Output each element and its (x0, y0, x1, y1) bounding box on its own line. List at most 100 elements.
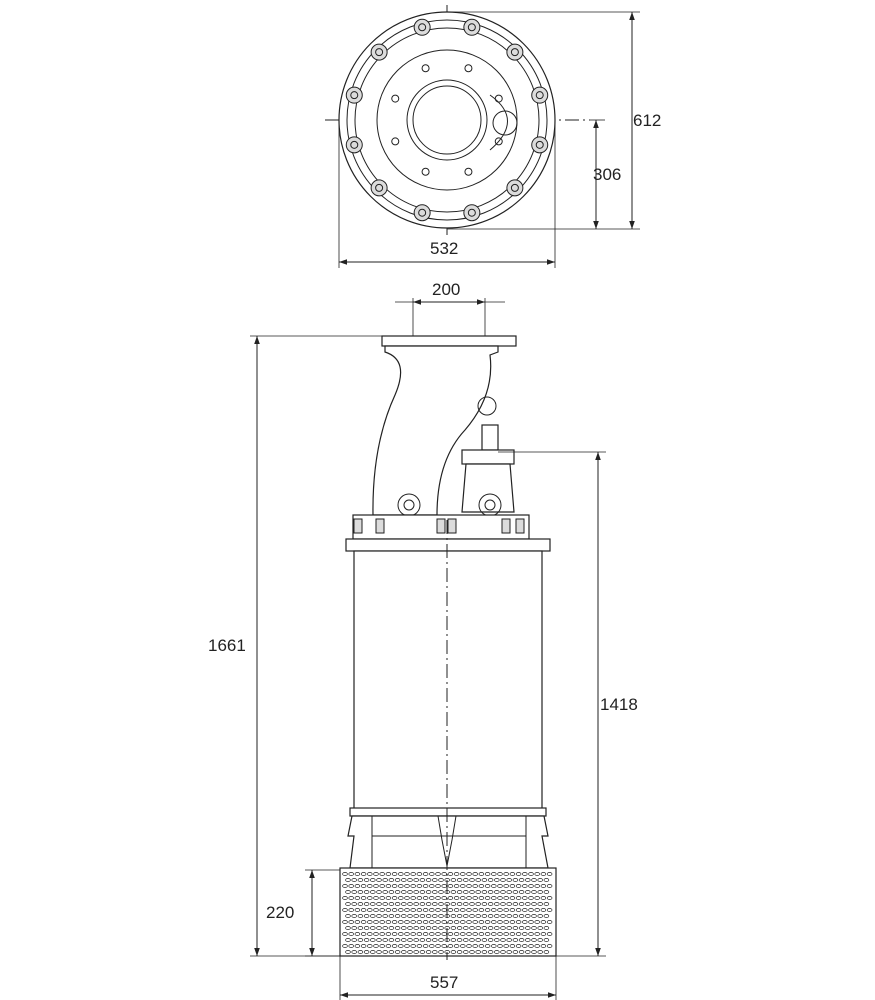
perforation (503, 896, 509, 900)
flange-hole (464, 64, 473, 73)
perforation (416, 908, 423, 912)
perforation (463, 950, 469, 954)
perforation (407, 902, 413, 906)
perforation (543, 878, 550, 882)
perforation (379, 920, 385, 924)
dim-1418-label: 1418 (600, 695, 638, 714)
perforation (404, 944, 410, 948)
perforation (373, 908, 379, 912)
flange-hole (391, 137, 400, 146)
perforation (456, 914, 463, 918)
perforation (497, 908, 503, 912)
perforation (506, 902, 512, 906)
perforation (351, 926, 357, 930)
perforation (416, 872, 423, 876)
perforation (500, 938, 506, 942)
perforation (435, 884, 441, 888)
perforation (360, 932, 367, 936)
perforation (432, 926, 438, 930)
perforation (351, 938, 357, 942)
perforation (494, 914, 500, 918)
perforation (515, 932, 522, 936)
perforation (466, 872, 472, 876)
perforation (407, 890, 413, 894)
top-bolt-hole (350, 91, 359, 100)
perforation (466, 932, 472, 936)
pump-casing-center-rib (437, 815, 457, 867)
perforation (401, 950, 407, 954)
perforation (456, 878, 463, 882)
perforation (512, 938, 519, 942)
perforation (487, 902, 494, 906)
perforation (447, 908, 454, 912)
perforation (410, 884, 416, 888)
perforation (370, 902, 376, 906)
perforation (546, 932, 553, 936)
perforation (506, 914, 512, 918)
perforation (413, 890, 419, 894)
perforation (447, 932, 454, 936)
perforation (475, 878, 481, 882)
perforation (345, 878, 351, 882)
perforation (528, 872, 534, 876)
perforation (534, 920, 540, 924)
top-bolt-hole (535, 91, 544, 100)
perforation (525, 890, 531, 894)
perforation (478, 944, 485, 948)
perforation (531, 914, 537, 918)
perforation (351, 914, 357, 918)
perforation (419, 926, 426, 930)
top-bolt (345, 136, 363, 154)
perforation (537, 938, 543, 942)
perforation (466, 884, 472, 888)
perforation (435, 908, 441, 912)
perforation (497, 920, 503, 924)
perforation (354, 908, 361, 912)
perforation (500, 914, 506, 918)
perforation (413, 878, 419, 882)
perforation (528, 908, 534, 912)
perforation (407, 914, 413, 918)
perforation (351, 902, 357, 906)
perforation (487, 914, 494, 918)
perforation (543, 914, 550, 918)
perforation (525, 914, 531, 918)
top-bolt (413, 18, 431, 36)
top-view-bolt-ring (345, 18, 549, 222)
perforation (394, 890, 401, 894)
perforation (522, 908, 528, 912)
perforation (497, 944, 503, 948)
perforation (512, 902, 519, 906)
perforation (385, 872, 392, 876)
perforation (491, 884, 497, 888)
perforation (515, 944, 522, 948)
perforation (456, 950, 463, 954)
top-bolt (531, 86, 549, 104)
perforation (522, 932, 528, 936)
dim-220-label: 220 (266, 903, 294, 922)
perforation (497, 884, 503, 888)
perforation (515, 896, 522, 900)
top-bolt (463, 204, 481, 222)
perforation (447, 872, 454, 876)
perforation (425, 950, 432, 954)
perforation (497, 932, 503, 936)
perforation (376, 950, 382, 954)
perforation (398, 872, 404, 876)
plate-bolt (375, 518, 385, 534)
perforation (360, 872, 367, 876)
perforation (363, 926, 370, 930)
perforation (370, 926, 376, 930)
perforation (379, 872, 385, 876)
perforation (410, 944, 416, 948)
perforation (354, 896, 361, 900)
perforation (438, 902, 444, 906)
perforation (391, 884, 398, 888)
top-bolt-hole (467, 208, 476, 217)
perforation (363, 938, 370, 942)
perforation (475, 914, 481, 918)
perforation (394, 878, 401, 882)
plate-bolt (353, 518, 363, 534)
perforation (506, 938, 512, 942)
perforation (398, 920, 404, 924)
